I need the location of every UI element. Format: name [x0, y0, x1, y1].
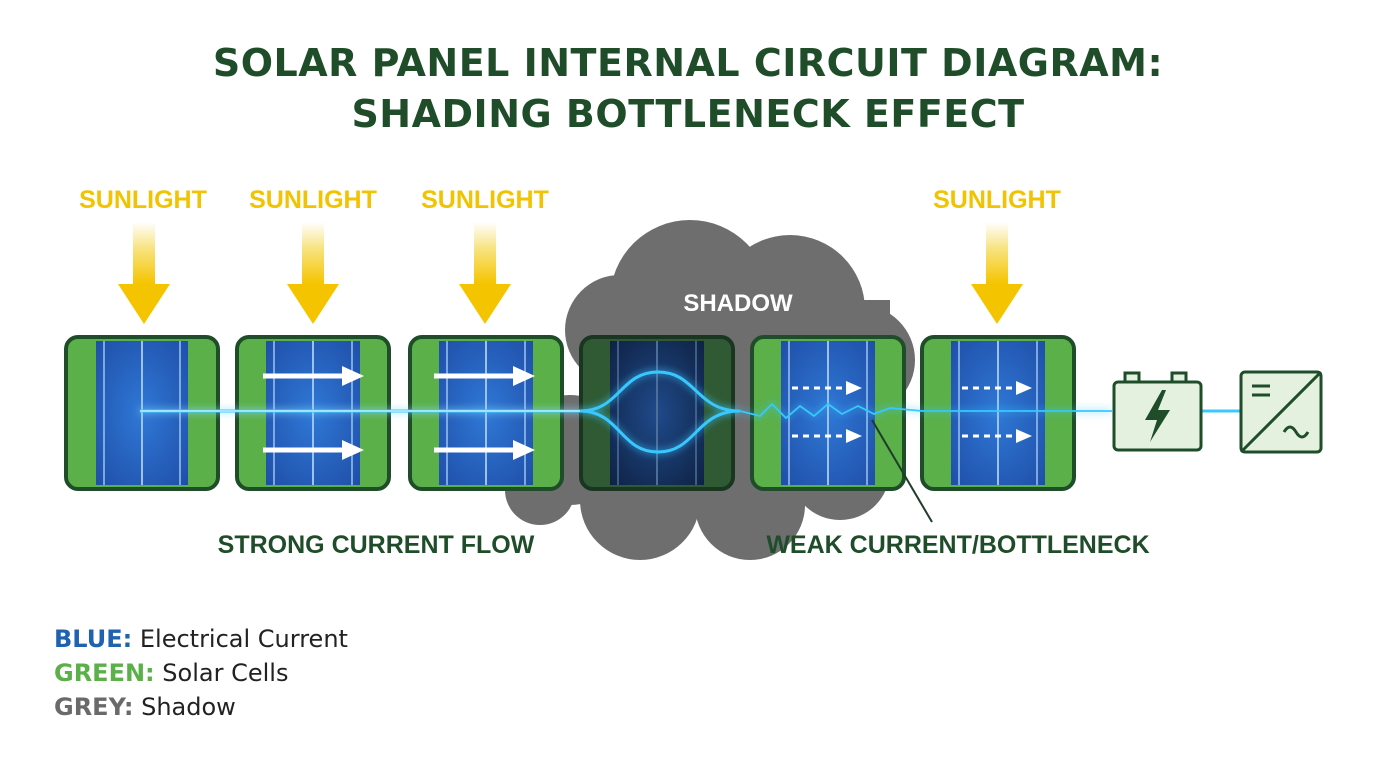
title-line-1: SOLAR PANEL INTERNAL CIRCUIT DIAGRAM:	[212, 41, 1164, 85]
sunlight-label-2: SUNLIGHT	[249, 186, 377, 214]
sunlight-label-3: SUNLIGHT	[421, 186, 549, 214]
legend-row-green: GREEN: Solar Cells	[54, 656, 348, 690]
weak-flow-label: WEAK CURRENT/BOTTLENECK	[766, 531, 1149, 559]
sunlight-arrow-4	[971, 222, 1023, 324]
sunlight-arrow-1	[118, 222, 170, 324]
legend-key-blue: BLUE:	[54, 625, 133, 653]
legend-text-green: Solar Cells	[162, 659, 289, 687]
shadow-label: SHADOW	[683, 290, 793, 317]
solar-cell-5	[750, 335, 906, 491]
legend-text-grey: Shadow	[141, 693, 236, 721]
solar-cell-3	[408, 335, 564, 491]
sunlight-label-4: SUNLIGHT	[933, 186, 1061, 214]
inverter-icon	[1239, 370, 1323, 454]
solar-cell-4-shaded	[579, 335, 735, 491]
legend-key-grey: GREY:	[54, 693, 134, 721]
sunlight-arrow-3	[459, 222, 511, 324]
legend-text-blue: Electrical Current	[139, 625, 348, 653]
title-line-2: SHADING BOTTLENECK EFFECT	[351, 92, 1025, 136]
battery-icon	[1112, 371, 1203, 452]
sunlight-arrow-2	[287, 222, 339, 324]
legend-key-green: GREEN:	[54, 659, 155, 687]
legend-row-blue: BLUE: Electrical Current	[54, 622, 348, 656]
solar-cell-2	[235, 335, 391, 491]
solar-cell-1	[64, 335, 220, 491]
strong-flow-arrows-cell-3	[434, 366, 535, 460]
strong-flow-arrows-cell-2	[263, 366, 364, 460]
lightning-icon	[1145, 390, 1170, 442]
legend-row-grey: GREY: Shadow	[54, 690, 348, 724]
weak-current-pointer	[871, 419, 933, 523]
weak-flow-arrows-cell-5	[792, 381, 862, 443]
weak-flow-arrows-cell-6	[962, 381, 1032, 443]
legend: BLUE: Electrical Current GREEN: Solar Ce…	[54, 622, 348, 724]
strong-flow-label: STRONG CURRENT FLOW	[218, 531, 535, 559]
solar-cell-6	[920, 335, 1076, 491]
sunlight-label-1: SUNLIGHT	[79, 186, 207, 214]
electrical-current-line	[140, 370, 1112, 454]
diagram-title: SOLAR PANEL INTERNAL CIRCUIT DIAGRAM: SH…	[0, 38, 1376, 140]
